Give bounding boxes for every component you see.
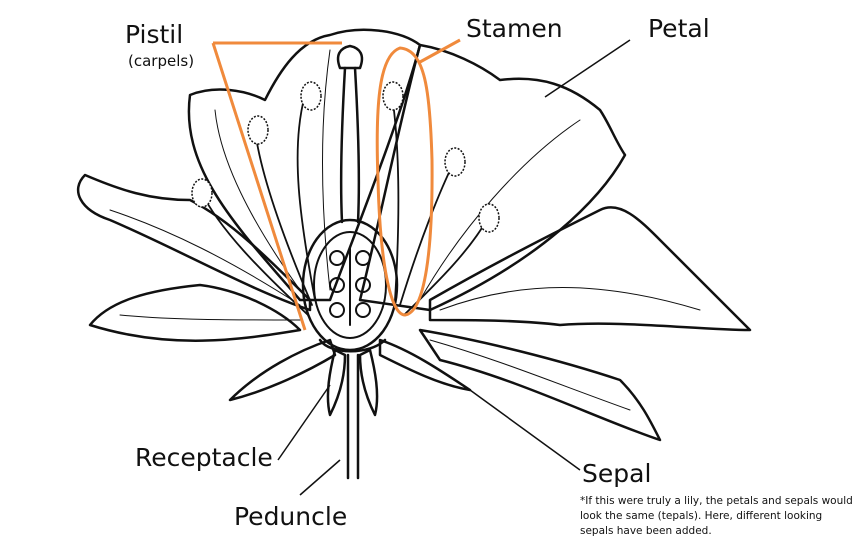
pistil-label: Pistil (125, 20, 184, 49)
peduncle-leader (299, 459, 341, 496)
anther (247, 115, 269, 145)
petal-top-right (358, 43, 627, 312)
petal-right (428, 206, 752, 332)
footnote: *If this were truly a lily, the petals a… (580, 495, 853, 537)
sepal-label: Sepal (582, 459, 652, 488)
receptacle-label: Receptacle (135, 443, 273, 472)
stamen-label: Stamen (466, 14, 563, 43)
receptacle-leader (277, 384, 331, 461)
petal-top-left (187, 28, 422, 302)
pistil-sublabel: (carpels) (128, 52, 195, 70)
anther (478, 203, 500, 233)
style (339, 66, 361, 224)
anther (444, 147, 466, 177)
petal-left (76, 173, 312, 312)
stamen-highlight (375, 46, 434, 317)
peduncle (346, 353, 360, 480)
anther (382, 81, 404, 111)
sepal-center-right (358, 348, 379, 417)
peduncle-label: Peduncle (234, 502, 348, 531)
anther (191, 178, 213, 208)
sepal-left (228, 338, 337, 402)
petal-lower-left (88, 283, 302, 342)
sepal-center-left (326, 348, 347, 417)
pistil-highlight (211, 41, 342, 331)
petal-leader (544, 39, 631, 98)
petal-label: Petal (648, 14, 710, 43)
stigma (336, 44, 364, 70)
sepal-leader (469, 389, 581, 471)
petal-lower-right (418, 328, 662, 442)
anther (300, 81, 322, 111)
